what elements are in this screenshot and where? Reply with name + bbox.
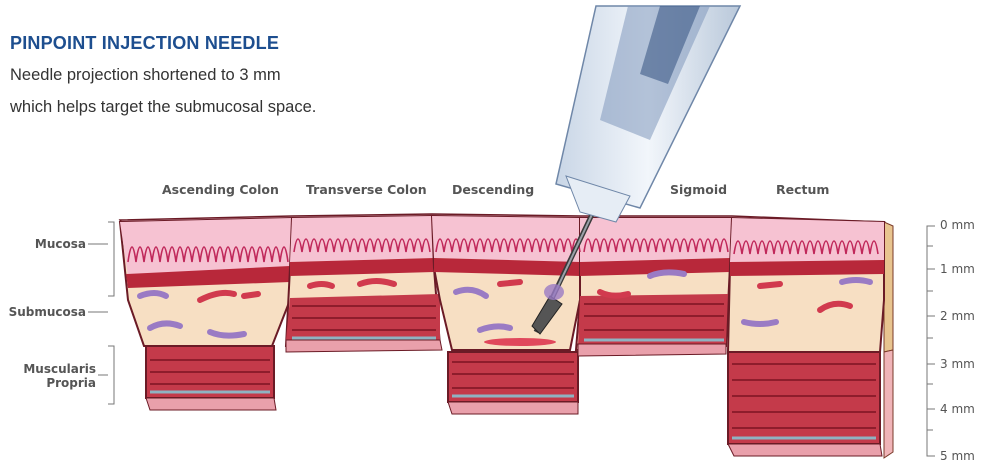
segment-label-ascending-colon: Ascending Colon <box>162 182 279 197</box>
depth-label-3mm: 3 mm <box>940 357 975 371</box>
depth-label-4mm: 4 mm <box>940 402 975 416</box>
depth-label-2mm: 2 mm <box>940 309 975 323</box>
muscularis-line-1: Muscularis <box>23 362 96 376</box>
muscularis-line-2: Propria <box>23 376 96 390</box>
layer-label-muscularis-propria: Muscularis Propria <box>23 362 96 390</box>
segment-ascending-colon <box>120 218 292 410</box>
depth-label-5mm: 5 mm <box>940 449 975 463</box>
layer-label-mucosa: Mucosa <box>35 237 86 251</box>
depth-label-0mm: 0 mm <box>940 218 975 232</box>
depth-scale-ruler <box>927 226 935 456</box>
segment-label-descending: Descending <box>452 182 534 197</box>
segment-label-transverse-colon: Transverse Colon <box>306 182 427 197</box>
depth-label-1mm: 1 mm <box>940 262 975 276</box>
segment-label-sigmoid: Sigmoid <box>670 182 727 197</box>
segment-label-rectum: Rectum <box>776 182 829 197</box>
layer-label-submucosa: Submucosa <box>9 305 86 319</box>
side-wall <box>884 222 893 458</box>
